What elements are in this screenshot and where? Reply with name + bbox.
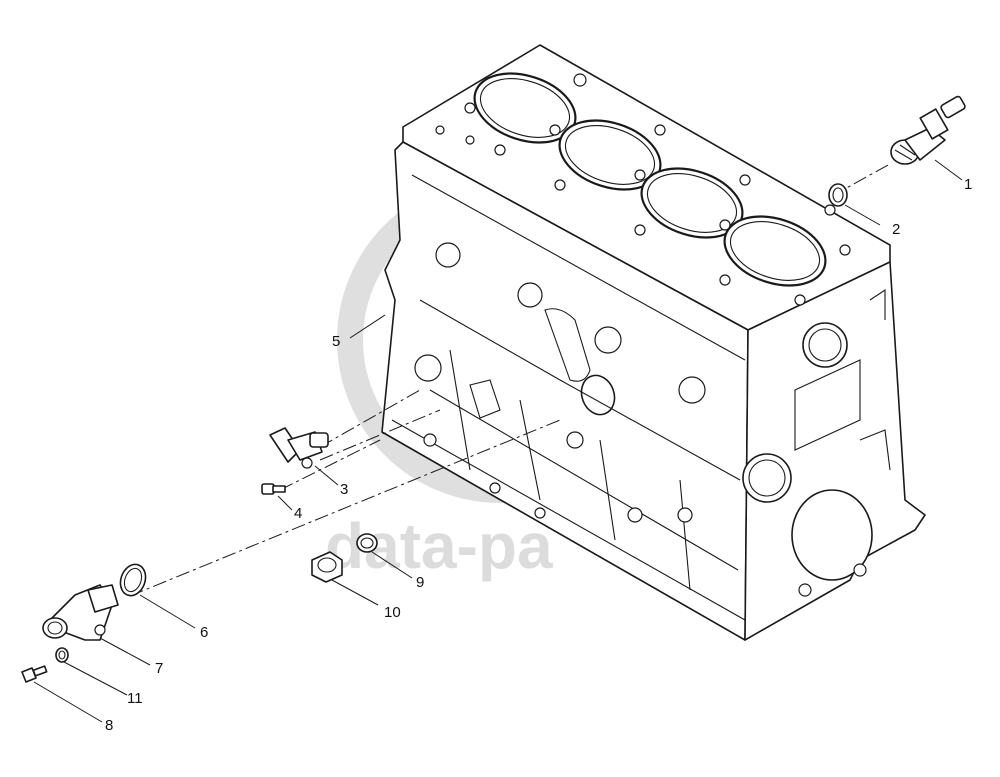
oil-pressure-sensor — [831, 95, 966, 197]
bolt-4 — [261, 439, 381, 495]
callout-4: 4 — [294, 505, 302, 522]
assembly-line-7 — [129, 419, 561, 597]
deck-holes — [435, 73, 851, 306]
screw-8 — [21, 665, 48, 683]
callout-10: 10 — [384, 604, 401, 621]
callout-1: 1 — [964, 176, 972, 193]
oring-seal-6 — [119, 563, 147, 597]
callout-5: 5 — [332, 333, 340, 350]
engine-block — [381, 44, 926, 641]
plug-10 — [311, 551, 343, 583]
callout-3: 3 — [340, 481, 348, 498]
block-right-details — [742, 288, 891, 597]
callout-6: 6 — [200, 624, 208, 641]
callouts: 1 2 3 4 5 6 7 8 9 10 11 — [105, 176, 972, 734]
leader-lines — [33, 159, 963, 723]
washer-11 — [55, 647, 69, 663]
sensor-housing — [42, 584, 119, 641]
oring-seal-2 — [828, 183, 848, 207]
callout-7: 7 — [155, 660, 163, 677]
callout-8: 8 — [105, 717, 113, 734]
callout-11: 11 — [127, 690, 143, 707]
block-pan-rail — [381, 419, 746, 641]
cylinder-bores — [473, 72, 827, 287]
cylinder-bore-4 — [723, 215, 827, 287]
block-right-face — [744, 261, 926, 641]
seal-ring-9 — [356, 533, 378, 553]
callout-2: 2 — [892, 221, 900, 238]
block-face-details — [411, 174, 746, 591]
speed-sensor — [269, 389, 441, 469]
callout-9: 9 — [416, 574, 424, 591]
